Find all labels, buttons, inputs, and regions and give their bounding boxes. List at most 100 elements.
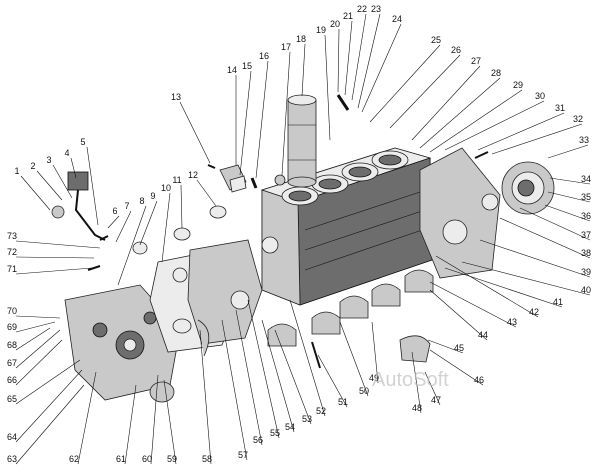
callout-label-61: 61 (116, 454, 126, 464)
callout-leader-44 (429, 289, 488, 341)
callout-label-57: 57 (238, 450, 248, 460)
callout-leader-47 (424, 371, 441, 406)
callout-label-46: 46 (474, 375, 484, 385)
callout-leader-9 (139, 200, 158, 246)
callout-leader-69 (15, 321, 56, 333)
callout-leader-54 (261, 319, 295, 433)
callout-label-23: 23 (371, 4, 381, 14)
callout-label-11: 11 (172, 175, 181, 185)
callout-label-31: 31 (555, 103, 565, 113)
callout-leader-36 (544, 204, 591, 222)
callout-label-34: 34 (581, 174, 591, 184)
callout-leader-12 (196, 179, 217, 207)
callout-leader-29 (429, 89, 523, 153)
callout-leader-15 (239, 70, 252, 176)
callout-label-33: 33 (579, 135, 589, 145)
callout-label-27: 27 (471, 56, 481, 66)
callout-leader-33 (547, 144, 589, 159)
callout-label-38: 38 (581, 248, 591, 258)
callout-label-25: 25 (431, 35, 441, 45)
callout-leader-4 (70, 157, 77, 179)
callout-leader-24 (361, 23, 402, 113)
callout-label-18: 18 (296, 34, 306, 44)
callout-label-47: 47 (431, 395, 441, 405)
callout-leader-63 (15, 384, 85, 465)
callout-leader-1 (20, 175, 51, 211)
callout-leader-8 (117, 205, 147, 286)
callout-label-71: 71 (7, 264, 17, 274)
callout-leader-52 (289, 299, 326, 417)
callout-label-39: 39 (581, 267, 591, 277)
callout-label-15: 15 (242, 61, 252, 71)
callout-label-2: 2 (30, 161, 35, 171)
callout-leader-2 (36, 170, 63, 201)
callout-label-19: 19 (316, 25, 326, 35)
callout-label-60: 60 (142, 454, 152, 464)
callout-leader-53 (274, 329, 312, 425)
callout-leader-46 (429, 349, 484, 386)
callout-leader-27 (411, 65, 481, 141)
callout-label-36: 36 (581, 211, 591, 221)
callout-label-24: 24 (392, 14, 402, 24)
callout-leader-42 (435, 255, 539, 318)
callout-label-62: 62 (69, 454, 79, 464)
callout-leader-55 (247, 299, 280, 439)
callout-label-10: 10 (161, 183, 171, 193)
callout-label-48: 48 (412, 403, 422, 413)
callout-label-45: 45 (454, 343, 464, 353)
rear-seal-flange (501, 161, 555, 215)
callout-leader-17 (281, 51, 291, 176)
main-bearing-caps (267, 269, 434, 363)
callout-leader-38 (499, 217, 591, 259)
callout-label-5: 5 (80, 137, 85, 147)
callout-label-1: 1 (14, 166, 19, 176)
callout-label-55: 55 (270, 428, 280, 438)
callout-label-40: 40 (581, 285, 591, 295)
callout-leader-37 (519, 207, 591, 241)
callout-leader-31 (477, 112, 565, 151)
callout-label-58: 58 (202, 454, 212, 464)
callout-leader-22 (351, 13, 367, 101)
callout-leader-32 (491, 123, 583, 155)
callout-leader-67 (15, 329, 61, 369)
oil-filler-assembly (51, 171, 106, 241)
callout-label-43: 43 (507, 317, 517, 327)
callout-label-65: 65 (7, 394, 17, 404)
callout-leader-6 (107, 215, 120, 229)
callout-label-50: 50 (359, 386, 369, 396)
callout-label-54: 54 (285, 422, 295, 432)
callout-leader-34 (549, 177, 591, 185)
callout-label-3: 3 (46, 155, 51, 165)
callout-leader-73 (15, 240, 101, 249)
callout-leader-19 (324, 34, 331, 141)
callout-label-16: 16 (259, 51, 269, 61)
callout-leader-20 (337, 28, 340, 93)
callout-label-73: 73 (7, 231, 17, 241)
callout-leader-71 (15, 267, 93, 275)
callout-label-29: 29 (513, 80, 523, 90)
callout-label-53: 53 (302, 414, 312, 424)
callout-leader-72 (15, 256, 95, 259)
callout-leader-26 (389, 54, 461, 129)
callout-label-8: 8 (139, 196, 144, 206)
callout-leader-35 (547, 191, 591, 203)
callout-label-20: 20 (330, 19, 340, 29)
callout-leader-25 (369, 44, 441, 123)
callout-label-69: 69 (7, 322, 17, 332)
callout-leader-7 (115, 210, 132, 243)
watermark: AutoSoft (372, 369, 449, 391)
callout-label-4: 4 (64, 148, 69, 158)
callout-leader-48 (411, 351, 422, 414)
callout-label-72: 72 (7, 247, 17, 257)
callout-label-41: 41 (553, 297, 563, 307)
studs-and-bolts (87, 94, 489, 369)
callout-leader-30 (444, 100, 545, 151)
callout-leader-10 (161, 192, 171, 263)
callout-leader-70 (15, 315, 61, 319)
callout-leader-40 (461, 261, 591, 296)
callout-leader-50 (339, 321, 369, 397)
callout-leader-41 (444, 267, 563, 308)
